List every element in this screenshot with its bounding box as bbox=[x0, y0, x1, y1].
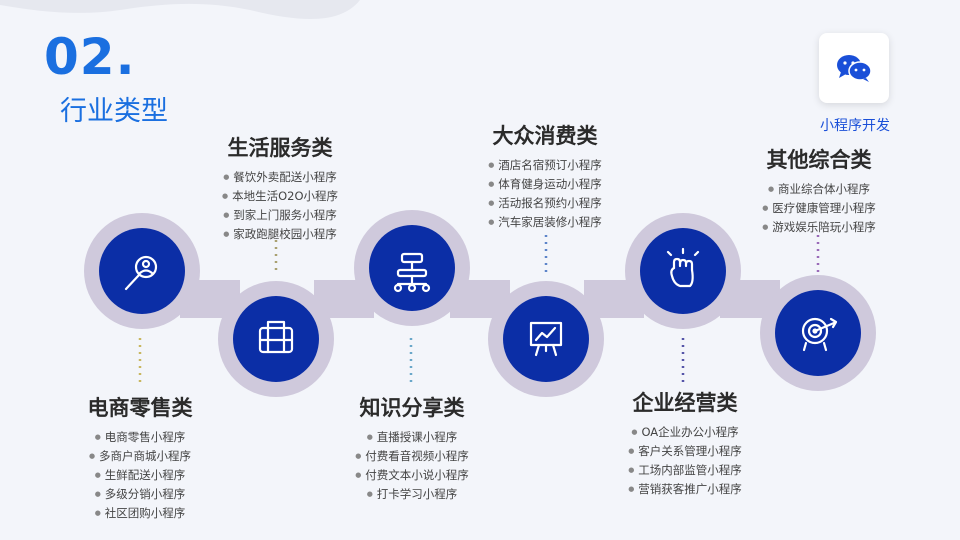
fist-icon bbox=[666, 247, 700, 288]
briefcase-icon bbox=[258, 320, 294, 354]
wechat-icon bbox=[837, 55, 872, 82]
list-item: 游戏娱乐陪玩小程序 bbox=[734, 218, 904, 237]
node-other bbox=[775, 290, 861, 376]
category-title: 知识分享类 bbox=[359, 396, 465, 420]
category-other: 其他综合类 商业综合体小程序 医疗健康管理小程序 游戏娱乐陪玩小程序 bbox=[734, 144, 904, 237]
list-item: 到家上门服务小程序 bbox=[195, 206, 365, 225]
category-title: 大众消费类 bbox=[492, 124, 598, 148]
list-item: 直播授课小程序 bbox=[327, 428, 497, 447]
category-life-service: 生活服务类 餐饮外卖配送小程序 本地生活O2O小程序 到家上门服务小程序 家政跑… bbox=[195, 132, 365, 244]
node-consumption bbox=[503, 296, 589, 382]
list-item: 酒店名宿预订小程序 bbox=[460, 156, 630, 175]
list-item: 付费看音视频小程序 bbox=[327, 447, 497, 466]
list-item: 客户关系管理小程序 bbox=[600, 442, 770, 461]
network-icon bbox=[393, 252, 431, 293]
section-number: 02. bbox=[44, 28, 136, 86]
category-knowledge: 知识分享类 直播授课小程序 付费看音视频小程序 付费文本小说小程序 打卡学习小程… bbox=[327, 392, 497, 504]
list-item: 医疗健康管理小程序 bbox=[734, 199, 904, 218]
list-item: 多商户商城小程序 bbox=[55, 447, 225, 466]
category-title: 其他综合类 bbox=[766, 148, 872, 172]
category-title: 企业经营类 bbox=[632, 391, 738, 415]
list-item: 家政跑腿校园小程序 bbox=[195, 225, 365, 244]
list-item: 营销获客推广小程序 bbox=[600, 480, 770, 499]
category-enterprise: 企业经营类 OA企业办公小程序 客户关系管理小程序 工场内部监管小程序 营销获客… bbox=[600, 387, 770, 499]
list-item: 餐饮外卖配送小程序 bbox=[195, 168, 365, 187]
wechat-badge bbox=[819, 33, 889, 103]
category-ecommerce: 电商零售类 电商零售小程序 多商户商城小程序 生鲜配送小程序 多级分销小程序 社… bbox=[55, 392, 225, 523]
category-consumption: 大众消费类 酒店名宿预订小程序 体育健身运动小程序 活动报名预约小程序 汽车家居… bbox=[460, 120, 630, 232]
list-item: 电商零售小程序 bbox=[55, 428, 225, 447]
magnifier-person-icon bbox=[124, 255, 158, 291]
list-item: OA企业办公小程序 bbox=[600, 423, 770, 442]
category-title: 生活服务类 bbox=[227, 136, 333, 160]
presentation-board-icon bbox=[529, 321, 563, 357]
badge-label: 小程序开发 bbox=[820, 118, 890, 134]
category-title: 电商零售类 bbox=[87, 396, 193, 420]
section-title: 行业类型 bbox=[60, 96, 168, 127]
list-item: 活动报名预约小程序 bbox=[460, 194, 630, 213]
list-item: 汽车家居装修小程序 bbox=[460, 213, 630, 232]
list-item: 体育健身运动小程序 bbox=[460, 175, 630, 194]
list-item: 工场内部监管小程序 bbox=[600, 461, 770, 480]
target-icon bbox=[801, 317, 838, 352]
list-item: 多级分销小程序 bbox=[55, 485, 225, 504]
list-item: 社区团购小程序 bbox=[55, 504, 225, 523]
list-item: 本地生活O2O小程序 bbox=[195, 187, 365, 206]
list-item: 商业综合体小程序 bbox=[734, 180, 904, 199]
corner-decoration bbox=[0, 0, 360, 20]
list-item: 生鲜配送小程序 bbox=[55, 466, 225, 485]
list-item: 付费文本小说小程序 bbox=[327, 466, 497, 485]
node-enterprise bbox=[640, 228, 726, 314]
list-item: 打卡学习小程序 bbox=[327, 485, 497, 504]
